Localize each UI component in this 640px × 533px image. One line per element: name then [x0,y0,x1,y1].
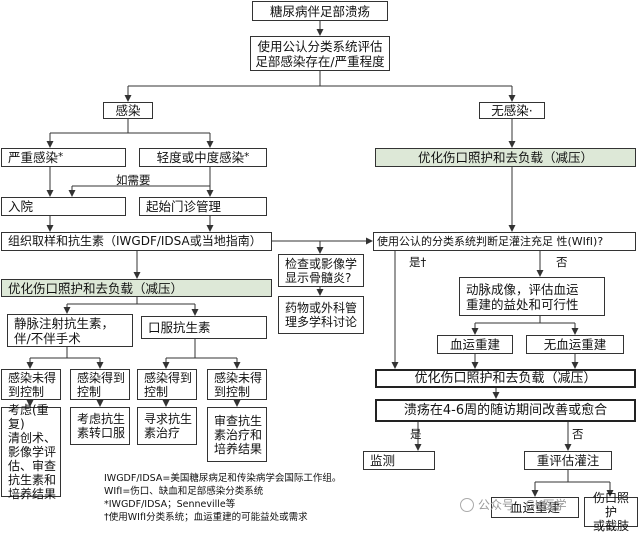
revascularization-box: 血运重建 [437,335,513,354]
wound-care-amputation-box: 伤口照护 或截肢 [584,491,638,533]
wechat-icon [460,497,474,512]
assess-box: 使用公认分类系统评估 足部感染存在/严重程度 [250,36,390,71]
followup-box: 溃疡在4-6周的随访期间改善或愈合 [375,399,636,422]
iv-not-controlled-box: 感染未得 到控制 [1,369,61,400]
severe-infection-text: 严重感染 [8,150,59,165]
mild-infection-box: 轻度或中度感染* [139,148,267,167]
watermark-text: 公众号 · GK医学 [478,498,567,512]
title-box: 糖尿病伴足部溃疡 [252,1,388,21]
severe-star-mark: * [58,151,64,163]
infection-box: 感染 [103,102,153,119]
culture-antibiotics-box: 组织取样和抗生素（IWGDF/IDSA或当地指南） [1,232,272,251]
no-infection-text: 无感染 [491,103,529,118]
no-infection-box: 无感染· [479,102,545,119]
perfusion-yes-label: 是† [409,255,427,269]
admit-box: 入院 [1,197,126,216]
switch-oral-box: 考虑抗生 素转口服 [70,407,130,445]
perfusion-assessment-box: 使用公认的分类系统判断足灌注充足 性(WIfI)? [373,232,636,251]
perfusion-no-label: 否 [556,255,568,269]
arterial-imaging-box: 动脉成像，评估血运 重建的益处和可行性 [459,277,605,316]
oral-antibiotics-box: 口服抗生素 [141,316,267,339]
wound-care-offload-left-box: 优化伤口照护和去负载（减压） [1,279,272,297]
footnote-iwgdf: IWGDF/IDSA=美国糖尿病足和传染病学会国际工作组。 [104,473,342,484]
mild-infection-text: 轻度或中度感染 [156,150,245,165]
footnote-wifi: WIfI=伤口、缺血和足部感染分类系统 [104,486,264,497]
mdt-box: 药物或外科管 理多学科讨论 [278,296,364,334]
wound-care-offload-mid-box: 优化伤口照护和去负载（减压） [375,369,636,388]
osteomyelitis-box: 检查或影像学 显示骨髓炎? [278,254,364,287]
no-revascularization-box: 无血运重建 [526,335,624,354]
outpatient-box: 起始门诊管理 [139,197,267,216]
footnote-star: *IWGDF/IDSA；Senneville等 [104,499,236,510]
oral-not-controlled-box: 感染未得 到控制 [207,369,267,400]
reassess-perfusion-box: 重评估灌注 [524,451,612,470]
iv-antibiotics-box: 静脉注射抗生素， 伴/不伴手术 [7,314,133,347]
followup-yes-label: 是 [410,427,422,441]
severe-infection-box: 严重感染* [1,148,126,167]
mild-star-mark: * [244,151,250,163]
monitor-box: 监测 [363,451,435,470]
no-infection-mark: · [528,103,533,118]
footnote-dagger: †使用WIfI分类系统；血运重建的可能益处或需求 [104,512,308,523]
oral-controlled-box: 感染得到 控制 [137,369,197,400]
followup-no-label: 否 [572,427,584,441]
seek-stop-box: 寻求抗生 素治疗 [137,407,197,445]
review-antibiotics-box: 审查抗生 素治疗和 培养结果 [207,407,267,462]
revascularization-2-box: 血运重建 [491,497,579,518]
iv-controlled-box: 感染得到 控制 [70,369,130,400]
wound-care-offload-right-box: 优化伤口照护和去负载（减压） [375,148,636,167]
consider-debridement-box: 考虑(重复) 清创术、 影像学评 估、审查 抗生素和 培养结果 [1,403,61,501]
watermark: 公众号 · GK医学 [460,496,567,513]
if-needed-label: 如需要 [116,173,151,187]
